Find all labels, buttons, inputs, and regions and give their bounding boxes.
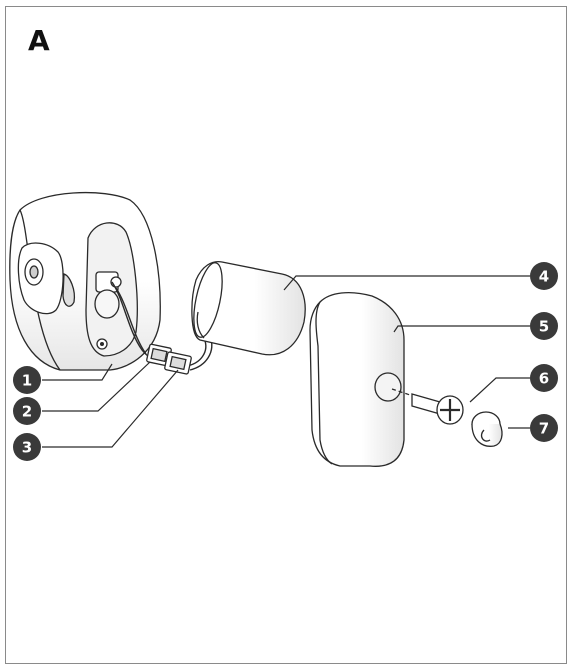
callout-4: 4 <box>530 262 558 290</box>
cable-connector <box>146 343 192 375</box>
diagram-frame <box>5 6 567 664</box>
callout-5: 5 <box>530 312 558 340</box>
callout-7-label: 7 <box>539 420 549 438</box>
panel-letter: A <box>28 24 50 57</box>
callout-7: 7 <box>530 414 558 442</box>
callout-3-label: 3 <box>22 439 32 457</box>
callout-2-label: 2 <box>22 403 32 421</box>
callout-2: 2 <box>13 397 41 425</box>
screw-cap <box>471 411 503 447</box>
callout-leader-lines <box>42 275 530 448</box>
battery <box>191 260 306 356</box>
rear-cover <box>309 291 405 467</box>
callout-1: 1 <box>13 366 41 394</box>
callout-6: 6 <box>530 364 558 392</box>
callout-1-label: 1 <box>22 372 32 390</box>
callout-3: 3 <box>13 433 41 461</box>
callout-5-label: 5 <box>539 318 549 336</box>
callout-4-label: 4 <box>539 268 549 286</box>
screw <box>391 388 464 425</box>
callout-6-label: 6 <box>539 370 549 388</box>
